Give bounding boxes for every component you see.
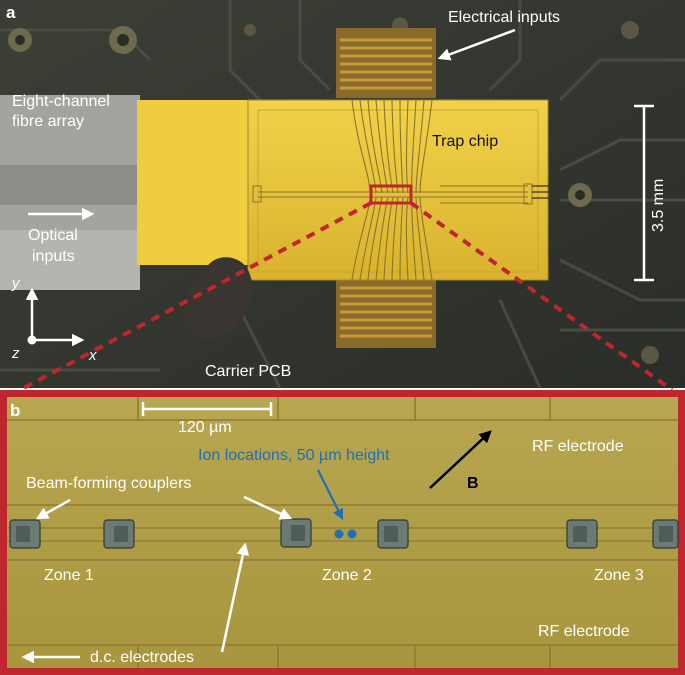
- b-field-label: B: [467, 475, 479, 492]
- pcb-pads: [8, 17, 659, 364]
- coupler-arrow-left: [35, 498, 71, 520]
- ion-1: [334, 529, 344, 539]
- ion-locations-label: Ion locations, 50 µm height: [198, 447, 390, 464]
- rf-electrode-bottom-label: RF electrode: [538, 623, 630, 640]
- panel-b: b 120 µm Ion locations, 50 µm height RF …: [0, 390, 685, 675]
- ion-arrow: [317, 469, 343, 520]
- pcb-traces: [0, 0, 685, 389]
- zoom-line-left: [19, 201, 372, 392]
- panel-a: a Electrical inputs Eight-channel fibre …: [0, 0, 685, 392]
- carrier-pcb-label: Carrier PCB: [205, 363, 291, 380]
- scale-bar-b: [141, 402, 273, 416]
- axis-x-label: x: [88, 347, 97, 364]
- dc-arrow-up: [220, 542, 250, 653]
- right-wires: [532, 185, 560, 199]
- coupler-arrow-right: [243, 495, 293, 520]
- scale-bar-b-label: 120 µm: [178, 419, 232, 436]
- axis-z-label: z: [11, 345, 20, 362]
- b-field-arrow: [429, 430, 492, 489]
- beam-forming-label: Beam-forming couplers: [26, 475, 191, 492]
- highlight-box: [369, 184, 413, 205]
- zoom-line-right: [409, 201, 674, 392]
- optical-inputs-label-1: Optical: [28, 227, 78, 244]
- bottom-bond-wires: [340, 286, 432, 338]
- scale-bar-a-label: 3.5 mm: [650, 179, 667, 232]
- top-bond-wires: [340, 38, 432, 90]
- fibre-array-label-1: Eight-channel: [12, 93, 110, 110]
- axes-glyph: [25, 287, 85, 347]
- top-segments: [7, 397, 678, 421]
- optical-inputs-label-2: inputs: [32, 248, 75, 265]
- rf-electrode-top-label: RF electrode: [532, 438, 624, 455]
- axis-y-label: y: [11, 275, 21, 292]
- fibre-block: [137, 100, 255, 265]
- fibre-array-label-2: fibre array: [12, 113, 84, 130]
- zone2-label: Zone 2: [322, 567, 372, 584]
- ion-2: [347, 529, 357, 539]
- panel-b-label: b: [10, 401, 20, 420]
- electrical-inputs-arrow: [437, 28, 516, 61]
- bottom-segments: [7, 644, 678, 668]
- electrical-inputs-label: Electrical inputs: [448, 9, 560, 26]
- zone1-label: Zone 1: [44, 567, 94, 584]
- epoxy-blob: [183, 257, 253, 341]
- dc-electrodes-label: d.c. electrodes: [90, 649, 194, 666]
- zone3-label: Zone 3: [594, 567, 644, 584]
- panel-a-label: a: [6, 3, 16, 22]
- scale-bar-a: [634, 104, 654, 282]
- trap-chip-label: Trap chip: [432, 133, 498, 150]
